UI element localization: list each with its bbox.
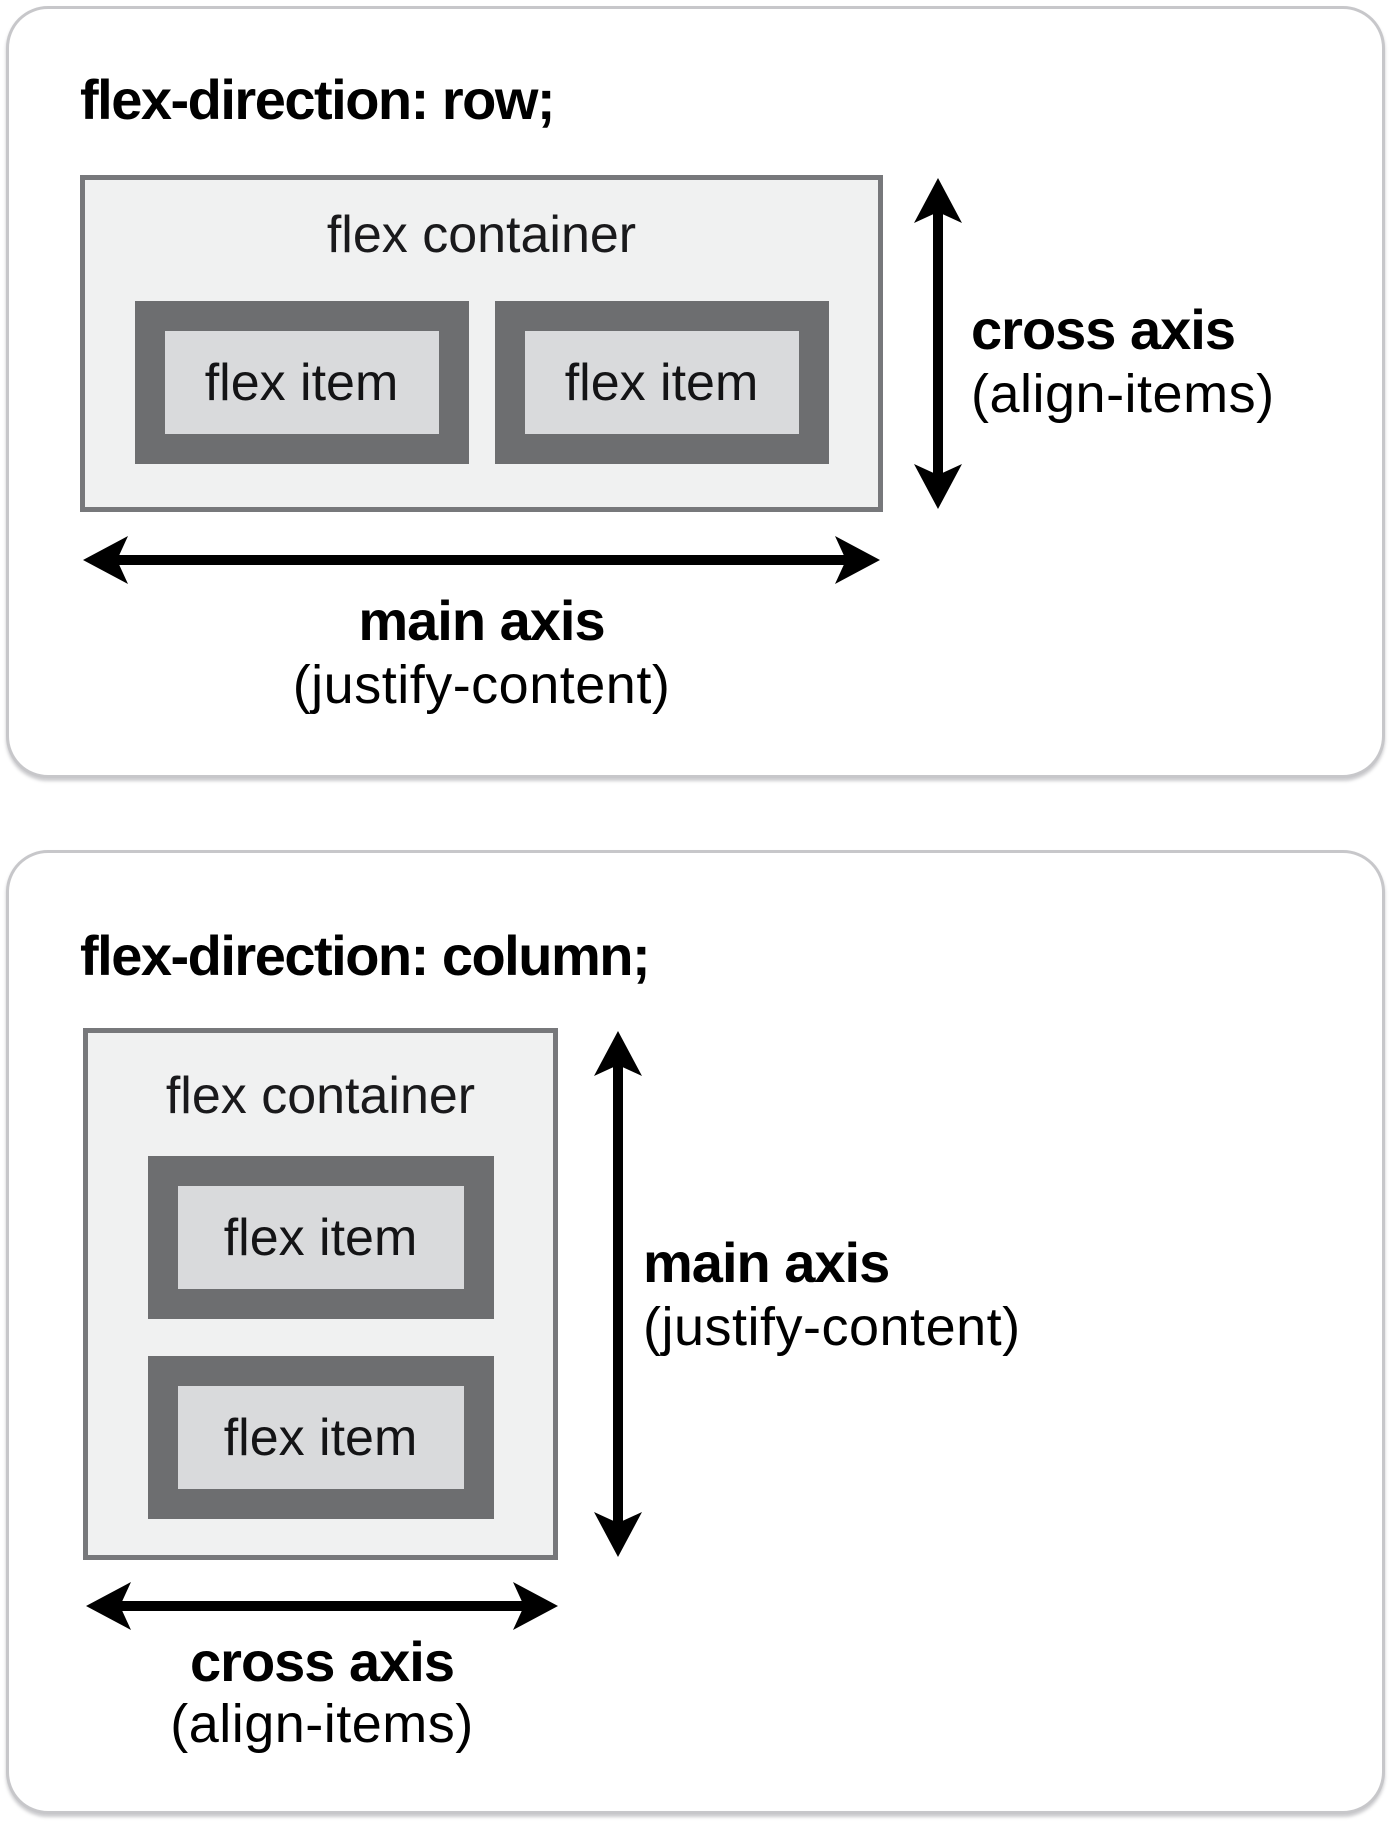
cross-axis-title: cross axis [971,298,1236,361]
flex-container-box-column: flex container flex item flex item [83,1028,558,1560]
cross-axis-labels: cross axis (align-items) [83,1630,561,1756]
flex-item: flex item [134,301,469,464]
main-axis-arrow [594,1031,642,1557]
flex-item: flex item [147,1156,494,1319]
panel-row-title: flex-direction: row; [80,68,556,131]
flex-items-row: flex item flex item [85,301,878,464]
panel-column-title: flex-direction: column; [80,924,651,987]
main-axis-labels: main axis (justify-content) [80,589,883,717]
cross-axis-arrow [86,1582,558,1630]
main-axis-subtitle: (justify-content) [643,1297,1021,1357]
cross-axis-subtitle: (align-items) [170,1694,474,1754]
cross-axis-arrow [914,178,962,509]
flex-container-label: flex container [165,1067,476,1125]
flex-item-label: flex item [177,1186,464,1289]
flex-item-label: flex item [164,331,439,434]
main-axis-subtitle: (justify-content) [292,655,671,715]
cross-axis-title: cross axis [190,1630,455,1693]
flex-item: flex item [494,301,829,464]
main-axis-title: main axis [358,589,605,652]
flex-item: flex item [147,1356,494,1519]
main-axis-labels: main axis (justify-content) [643,1231,1021,1359]
main-axis-title: main axis [643,1231,890,1294]
flex-item-label: flex item [524,331,799,434]
flex-container-label: flex container [326,206,637,264]
panel-flex-direction-row: flex-direction: row; flex container flex… [6,6,1385,778]
panel-flex-direction-column: flex-direction: column; flex container f… [6,850,1385,1814]
main-axis-arrow [83,536,880,584]
cross-axis-labels: cross axis (align-items) [971,297,1275,427]
flex-items-column: flex item flex item [88,1156,553,1519]
flex-container-box-row: flex container flex item flex item [80,175,883,512]
flex-item-label: flex item [177,1386,464,1489]
cross-axis-subtitle: (align-items) [971,364,1275,424]
